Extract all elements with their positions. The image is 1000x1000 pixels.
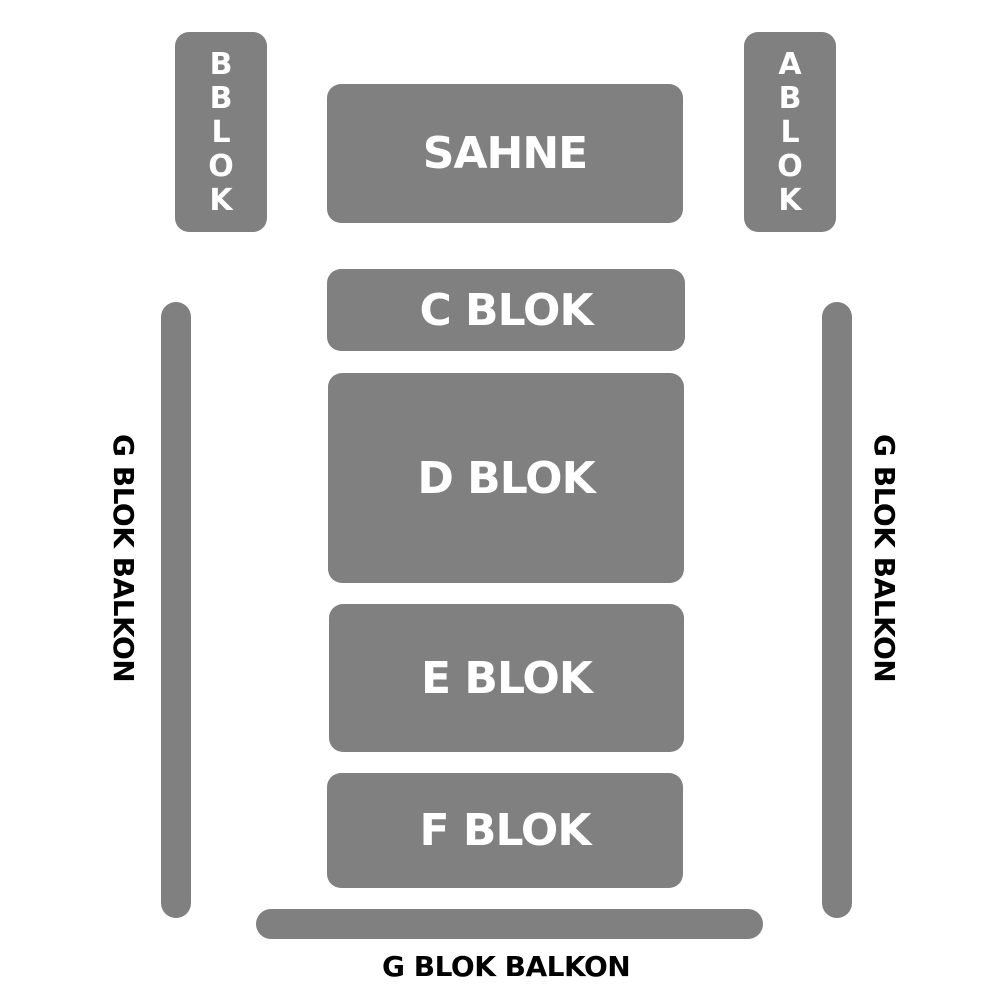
- g-blok-balcony-right-bar[interactable]: [822, 302, 852, 918]
- c-blok-label: C BLOK: [419, 284, 593, 336]
- b-blok-char: K: [209, 183, 233, 218]
- g-blok-balcony-right-label: G BLOK BALKON: [868, 434, 901, 683]
- g-blok-balcony-left-bar[interactable]: [161, 302, 191, 918]
- g-blok-balcony-bottom-label: G BLOK BALKON: [382, 950, 631, 983]
- c-blok-section[interactable]: C BLOK: [327, 269, 685, 351]
- a-blok-char: K: [778, 183, 802, 218]
- b-blok-char: B: [209, 81, 233, 116]
- a-blok-char: B: [778, 81, 802, 116]
- d-blok-section[interactable]: D BLOK: [328, 373, 684, 583]
- e-blok-label: E BLOK: [421, 652, 593, 704]
- e-blok-section[interactable]: E BLOK: [329, 604, 684, 752]
- a-blok-section[interactable]: A B L O K: [744, 32, 836, 232]
- a-blok-char: A: [778, 47, 802, 82]
- stage-section[interactable]: SAHNE: [327, 84, 683, 223]
- b-blok-char: L: [211, 115, 231, 150]
- g-blok-balcony-bottom-bar[interactable]: [256, 909, 763, 939]
- g-blok-balcony-left-label: G BLOK BALKON: [107, 434, 140, 683]
- b-blok-char: B: [209, 47, 233, 82]
- stage-label: SAHNE: [422, 128, 588, 179]
- d-blok-label: D BLOK: [417, 452, 595, 504]
- b-blok-section[interactable]: B B L O K: [175, 32, 267, 232]
- b-blok-char: O: [208, 149, 234, 184]
- f-blok-section[interactable]: F BLOK: [327, 773, 683, 888]
- a-blok-char: O: [777, 149, 803, 184]
- f-blok-label: F BLOK: [419, 805, 592, 856]
- a-blok-char: L: [780, 115, 800, 150]
